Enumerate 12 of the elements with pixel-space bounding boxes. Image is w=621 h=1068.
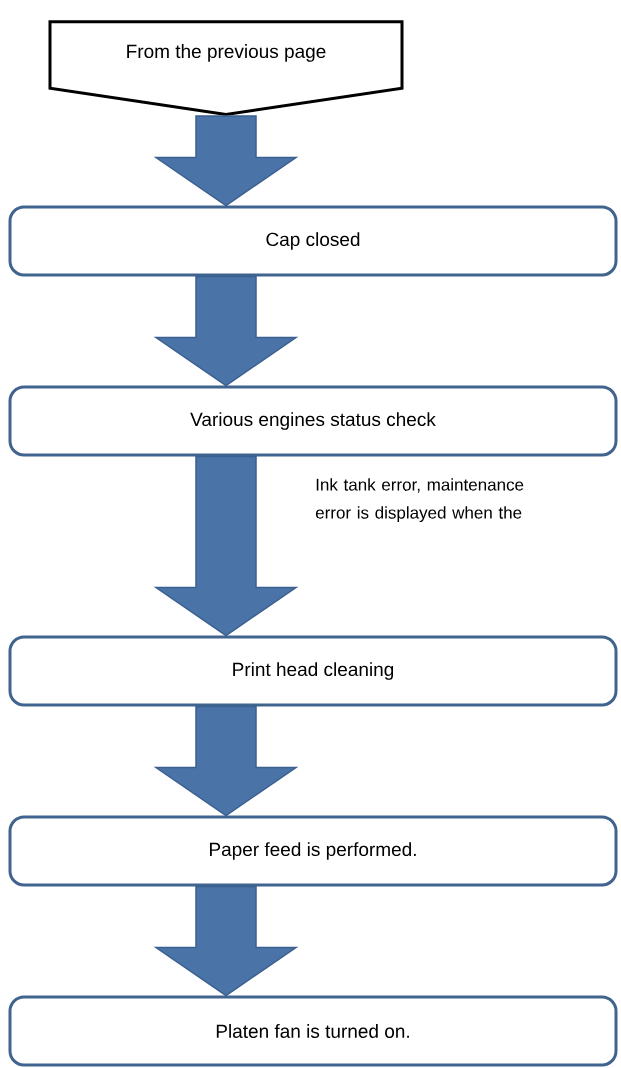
- block-arrow: [153, 705, 299, 817]
- process-box: Various engines status check: [8, 385, 618, 457]
- process-box: Print head cleaning: [8, 635, 618, 707]
- note-text: Ink tank error, maintenance error is displayed when the: [315, 478, 524, 523]
- process-box: Paper feed is performed.: [8, 815, 618, 887]
- process-box: Platen fan is turned on.: [8, 995, 618, 1067]
- process-box: Cap closed: [8, 205, 618, 277]
- block-arrow: [153, 885, 299, 997]
- block-arrow: [153, 115, 299, 207]
- start-pentagon: From the previous page: [48, 20, 404, 117]
- block-arrow: [153, 455, 299, 637]
- block-arrow: [153, 275, 299, 387]
